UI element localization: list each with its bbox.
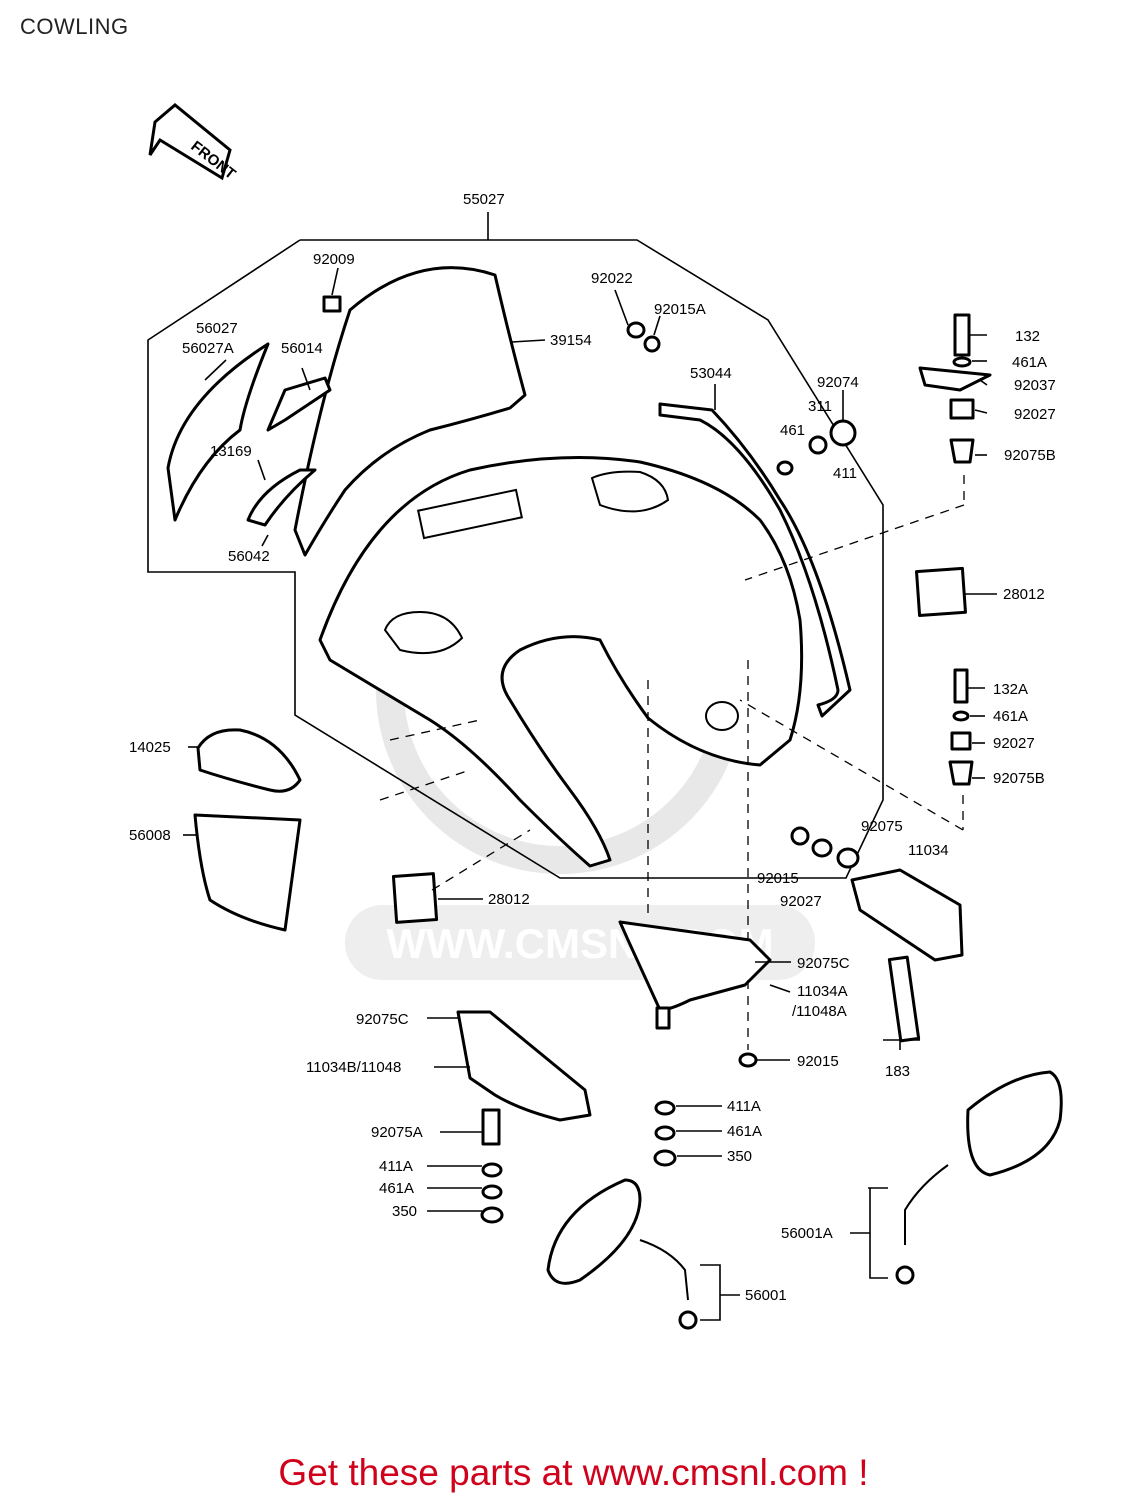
label-411A-left: 411A <box>379 1158 413 1175</box>
cowling-parts-diagram: WWW.CMSNL.COM FRONT <box>129 103 1063 1330</box>
label-28012-right: 28012 <box>1003 586 1045 603</box>
label-183: 183 <box>885 1063 910 1080</box>
label-461A-mid: 461A <box>993 708 1028 725</box>
label-56027A: 56027A <box>182 340 234 357</box>
label-56014: 56014 <box>281 340 323 357</box>
label-92027-low: 92027 <box>780 893 822 910</box>
label-92009: 92009 <box>313 251 355 268</box>
label-411: 411 <box>833 465 857 482</box>
label-92027-top: 92027 <box>1014 406 1056 423</box>
label-411A-mid: 411A <box>727 1098 761 1115</box>
label-350-left: 350 <box>392 1203 417 1220</box>
label-350-mid: 350 <box>727 1148 752 1165</box>
fairing-body <box>318 456 804 868</box>
label-11034: 11034 <box>908 842 949 859</box>
housing-56008 <box>193 813 302 932</box>
label-92075B-top: 92075B <box>1004 447 1056 464</box>
mirror-56001 <box>546 1178 698 1330</box>
label-92075: 92075 <box>861 818 903 835</box>
label-92027-mid: 92027 <box>993 735 1035 752</box>
assembly-boundary <box>147 239 884 879</box>
label-14025: 14025 <box>129 739 171 756</box>
label-92075C-left: 92075C <box>356 1011 409 1028</box>
trim-56014 <box>266 376 332 432</box>
label-461A-top: 461A <box>1012 354 1047 371</box>
label-13169: 13169 <box>210 443 252 460</box>
mirror-56001A <box>895 1070 1063 1285</box>
label-53044: 53044 <box>690 365 732 382</box>
stay-11034A <box>618 920 772 1030</box>
label-56027: 56027 <box>196 320 238 337</box>
bracket-11034 <box>850 868 964 962</box>
label-132: 132 <box>1015 328 1040 345</box>
label-39154: 39154 <box>550 332 592 349</box>
lamp-14025 <box>196 728 302 793</box>
label-461A-low: 461A <box>727 1123 762 1140</box>
label-92015-low: 92015 <box>797 1053 839 1070</box>
label-11034A: 11034A <box>797 983 848 1000</box>
leader-lines <box>183 267 997 1296</box>
label-311: 311 <box>808 398 832 415</box>
label-55027: 55027 <box>463 191 505 208</box>
hardware-stack-top <box>918 313 992 464</box>
label-461A-left: 461A <box>379 1180 414 1197</box>
strip-53044 <box>658 402 852 718</box>
front-arrow-icon: FRONT <box>148 103 239 183</box>
label-132A: 132A <box>993 681 1028 698</box>
part-labels: 55027 92009 56027 56027A 56014 39154 131… <box>129 191 1056 1304</box>
label-11034B: 11034B/11048 <box>306 1059 401 1076</box>
label-56042: 56042 <box>228 548 270 565</box>
label-92074: 92074 <box>817 374 859 391</box>
label-56001A: 56001A <box>781 1225 833 1242</box>
bracket-13169 <box>246 468 317 527</box>
label-92075A: 92075A <box>371 1124 423 1141</box>
page-title: COWLING <box>20 14 129 39</box>
windshield <box>293 266 527 557</box>
stay-11034B <box>456 1010 592 1146</box>
label-461: 461 <box>780 422 805 439</box>
label-92075C-right: 92075C <box>797 955 850 972</box>
label-56001: 56001 <box>745 1287 787 1304</box>
label-92022: 92022 <box>591 270 633 287</box>
label-92015: 92015 <box>757 870 799 887</box>
trim-56027 <box>166 342 270 522</box>
label-56008: 56008 <box>129 827 171 844</box>
footer-promo-link[interactable]: Get these parts at www.cmsnl.com ! <box>278 1452 869 1493</box>
label-92075B-mid: 92075B <box>993 770 1045 787</box>
label-28012-bottom: 28012 <box>488 891 530 908</box>
label-92015A: 92015A <box>654 301 706 318</box>
hardware-stack-mid <box>948 668 974 786</box>
label-11048A: /11048A <box>792 1003 847 1020</box>
label-92037: 92037 <box>1014 377 1056 394</box>
